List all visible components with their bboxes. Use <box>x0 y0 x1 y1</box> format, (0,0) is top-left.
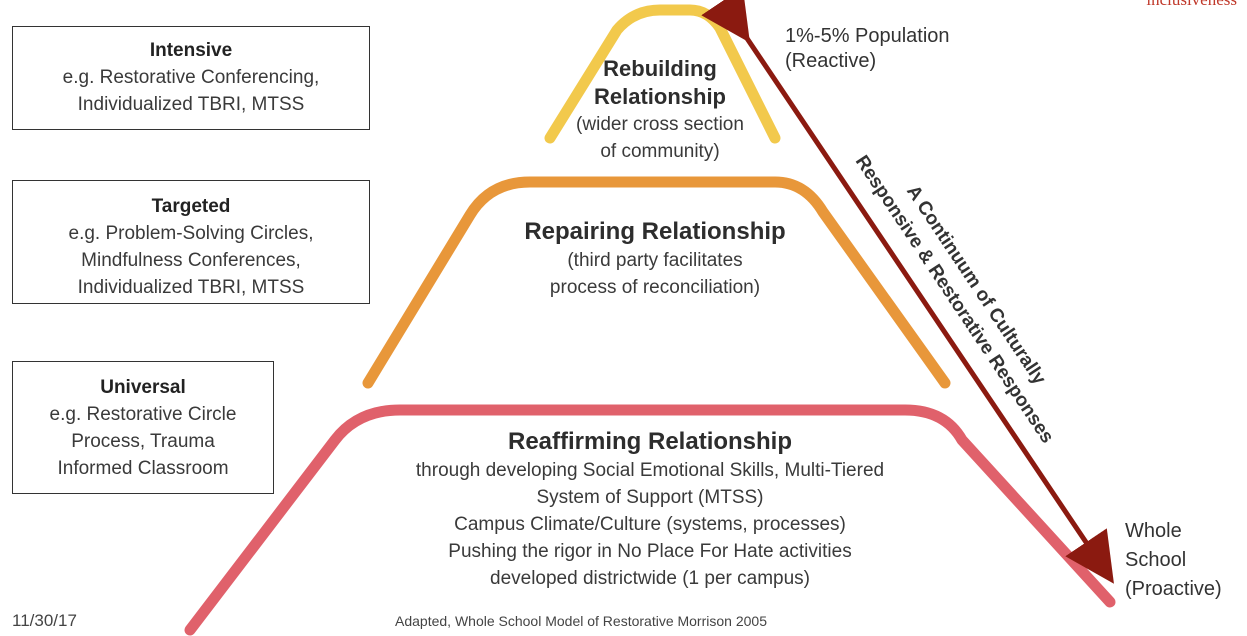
targeted-tier-line: e.g. Problem-Solving Circles, <box>68 223 314 244</box>
targeted-tier-line: Individualized TBRI, MTSS <box>77 277 305 298</box>
targeted-tier-box: Targeted e.g. Problem-Solving Circles, M… <box>12 180 370 304</box>
footer-date: 11/30/17 <box>12 611 77 630</box>
repairing-layer-line: (third party facilitates <box>567 250 743 271</box>
rebuilding-layer-title: Relationship <box>593 84 726 109</box>
proactive-label-line: Whole <box>1125 520 1182 542</box>
universal-tier-line: e.g. Restorative Circle <box>49 404 237 425</box>
reaffirming-layer-text: Reaffirming Relationship through develop… <box>330 427 970 592</box>
reaffirming-layer-line: through developing Social Emotional Skil… <box>415 460 885 481</box>
universal-tier-line: Informed Classroom <box>57 458 229 479</box>
footer-credit: Adapted, Whole School Model of Restorati… <box>395 613 767 629</box>
brand-logo-text: inclusiveness <box>1146 0 1237 10</box>
targeted-tier-title: Targeted <box>151 196 231 217</box>
intensive-tier-line: e.g. Restorative Conferencing, <box>62 67 320 88</box>
reaffirming-layer-line: Pushing the rigor in No Place For Hate a… <box>448 541 852 562</box>
universal-tier-box: Universal e.g. Restorative Circle Proces… <box>12 361 274 494</box>
rebuilding-layer-text: Rebuilding Relationship (wider cross sec… <box>530 55 790 165</box>
targeted-tier-line: Mindfulness Conferences, <box>81 250 301 271</box>
rebuilding-layer-title: Rebuilding <box>603 56 717 81</box>
proactive-label-line: (Proactive) <box>1125 578 1222 600</box>
reaffirming-layer-line: developed districtwide (1 per campus) <box>490 568 810 589</box>
repairing-layer-title: Repairing Relationship <box>524 218 786 245</box>
proactive-label-line: School <box>1125 549 1187 571</box>
reaffirming-layer-line: Campus Climate/Culture (systems, process… <box>454 514 846 535</box>
repairing-layer-text: Repairing Relationship (third party faci… <box>455 217 855 301</box>
reactive-population-label: 1%-5% Population (Reactive) <box>785 24 950 74</box>
universal-tier-line: Process, Trauma <box>71 431 215 452</box>
rebuilding-layer-line: of community) <box>600 141 720 162</box>
reaffirming-layer-title: Reaffirming Relationship <box>507 428 793 455</box>
proactive-whole-school-label: Whole School (Proactive) <box>1125 517 1222 604</box>
continuum-arrow <box>701 0 1114 584</box>
intensive-tier-line: Individualized TBRI, MTSS <box>77 94 305 115</box>
repairing-layer-line: process of reconciliation) <box>549 277 761 298</box>
universal-tier-title: Universal <box>100 377 186 398</box>
reaffirming-layer-line: System of Support (MTSS) <box>536 487 764 508</box>
rebuilding-layer-line: (wider cross section <box>576 114 744 135</box>
reactive-label-line: (Reactive) <box>785 50 877 72</box>
reactive-label-line: 1%-5% Population <box>785 25 950 47</box>
intensive-tier-box: Intensive e.g. Restorative Conferencing,… <box>12 26 370 130</box>
intensive-tier-title: Intensive <box>149 40 233 61</box>
